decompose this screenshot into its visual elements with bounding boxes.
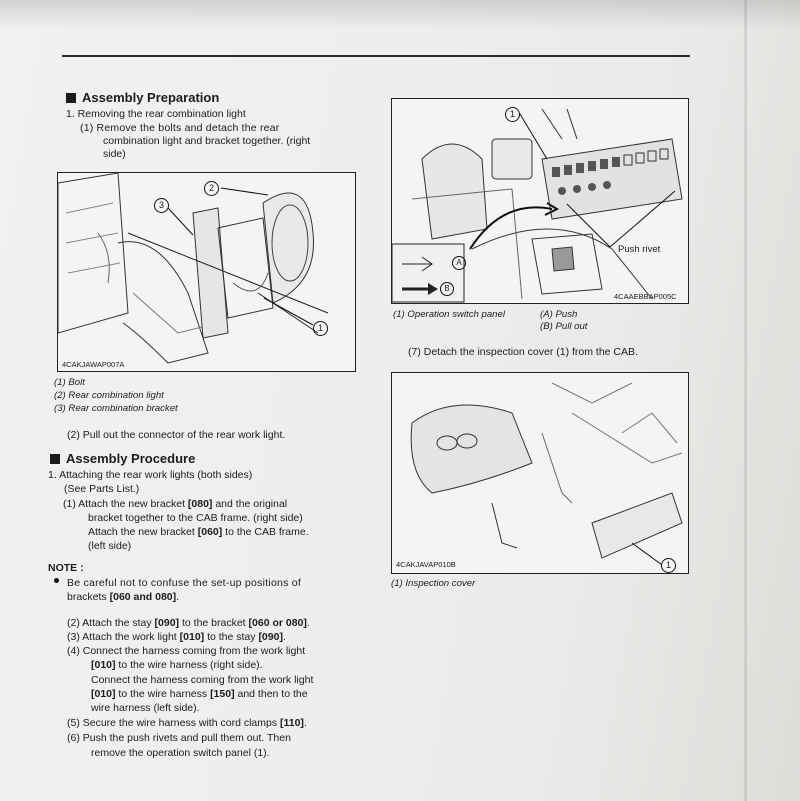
prep-substep-1c: side) [103,148,126,160]
proc-substep-6a: (6) Push the push rivets and pull them o… [67,732,291,744]
inspection-cover-figure: 1 4CAKJAVAP010B [391,372,689,574]
legend-1: (1) Bolt [54,377,85,388]
prep-substep-2: (2) Pull out the connector of the rear w… [67,429,286,441]
rear-light-illustration [58,173,329,364]
inspection-cover-illustration [410,382,683,566]
figure-code: 4CAKJAVAP010B [396,560,456,569]
header-rule [62,55,690,57]
callout-1: 1 [313,321,328,336]
proc-step-1: 1. Attaching the rear work lights (both … [48,469,253,481]
callout-1: 1 [661,558,676,573]
caption-pull-out: (B) Pull out [540,321,588,332]
callout-a: A [452,256,466,270]
switch-panel-illustration [392,108,683,303]
step-7: (7) Detach the inspection cover (1) from… [408,346,638,358]
prep-substep-1b: combination light and bracket together. … [103,135,311,147]
callout-2: 2 [204,181,219,196]
proc-substep-4c: Connect the harness coming from the work… [91,674,314,686]
assembly-preparation-heading: Assembly Preparation [66,90,219,105]
caption-operation-switch-panel: (1) Operation switch panel [393,309,505,320]
proc-see-parts: (See Parts List.) [64,483,140,495]
legend-2: (2) Rear combination light [54,390,164,401]
legend-3: (3) Rear combination bracket [54,403,178,414]
operation-switch-panel-figure: 1 A B Push rivet 4CAAEBBAP005C [391,98,689,304]
rear-combination-light-figure: 4CAKJAWAP007A 2 3 1 [57,172,356,372]
proc-substep-1c: Attach the new bracket [060] to the CAB … [88,526,309,538]
proc-substep-5: (5) Secure the wire harness with cord cl… [67,717,307,729]
proc-substep-4d: [010] to the wire harness [150] and then… [91,688,308,700]
assembly-procedure-heading: Assembly Procedure [50,451,195,466]
paper-fold [744,0,748,801]
proc-substep-6b: remove the operation switch panel (1). [91,747,270,759]
caption-inspection-cover: (1) Inspection cover [391,578,476,589]
callout-1: 1 [505,107,520,122]
proc-substep-3: (3) Attach the work light [010] to the s… [67,631,286,643]
proc-substep-4e: wire harness (left side). [91,702,200,714]
push-rivet-label: Push rivet [618,244,661,255]
page-shadow [0,0,800,30]
prep-step-1: 1. Removing the rear combination light [66,108,246,120]
heading-square-icon [66,92,76,103]
callout-b: B [440,282,454,296]
callout-3: 3 [154,198,169,213]
proc-substep-4b: [010] to the wire harness (right side). [91,659,263,671]
figure-code: 4CAKJAWAP007A [62,360,125,369]
proc-substep-1d: (left side) [88,540,132,552]
proc-substep-1a: (1) Attach the new bracket [080] and the… [63,498,288,510]
note-line-b: brackets [060 and 080]. [67,591,180,603]
proc-substep-2: (2) Attach the stay [090] to the bracket… [67,617,310,629]
prep-substep-1a: (1) Remove the bolts and detach the rear [80,122,280,134]
proc-substep-1b: bracket together to the CAB frame. (righ… [88,512,303,524]
note-line-a: Be careful not to confuse the set-up pos… [67,577,302,589]
caption-push: (A) Push [540,309,578,320]
figure-code: 4CAAEBBAP005C [614,292,677,301]
heading-square-icon [50,453,60,464]
proc-substep-4a: (4) Connect the harness coming from the … [67,645,306,657]
note-bullet-icon [54,578,59,583]
note-label: NOTE : [48,562,84,574]
